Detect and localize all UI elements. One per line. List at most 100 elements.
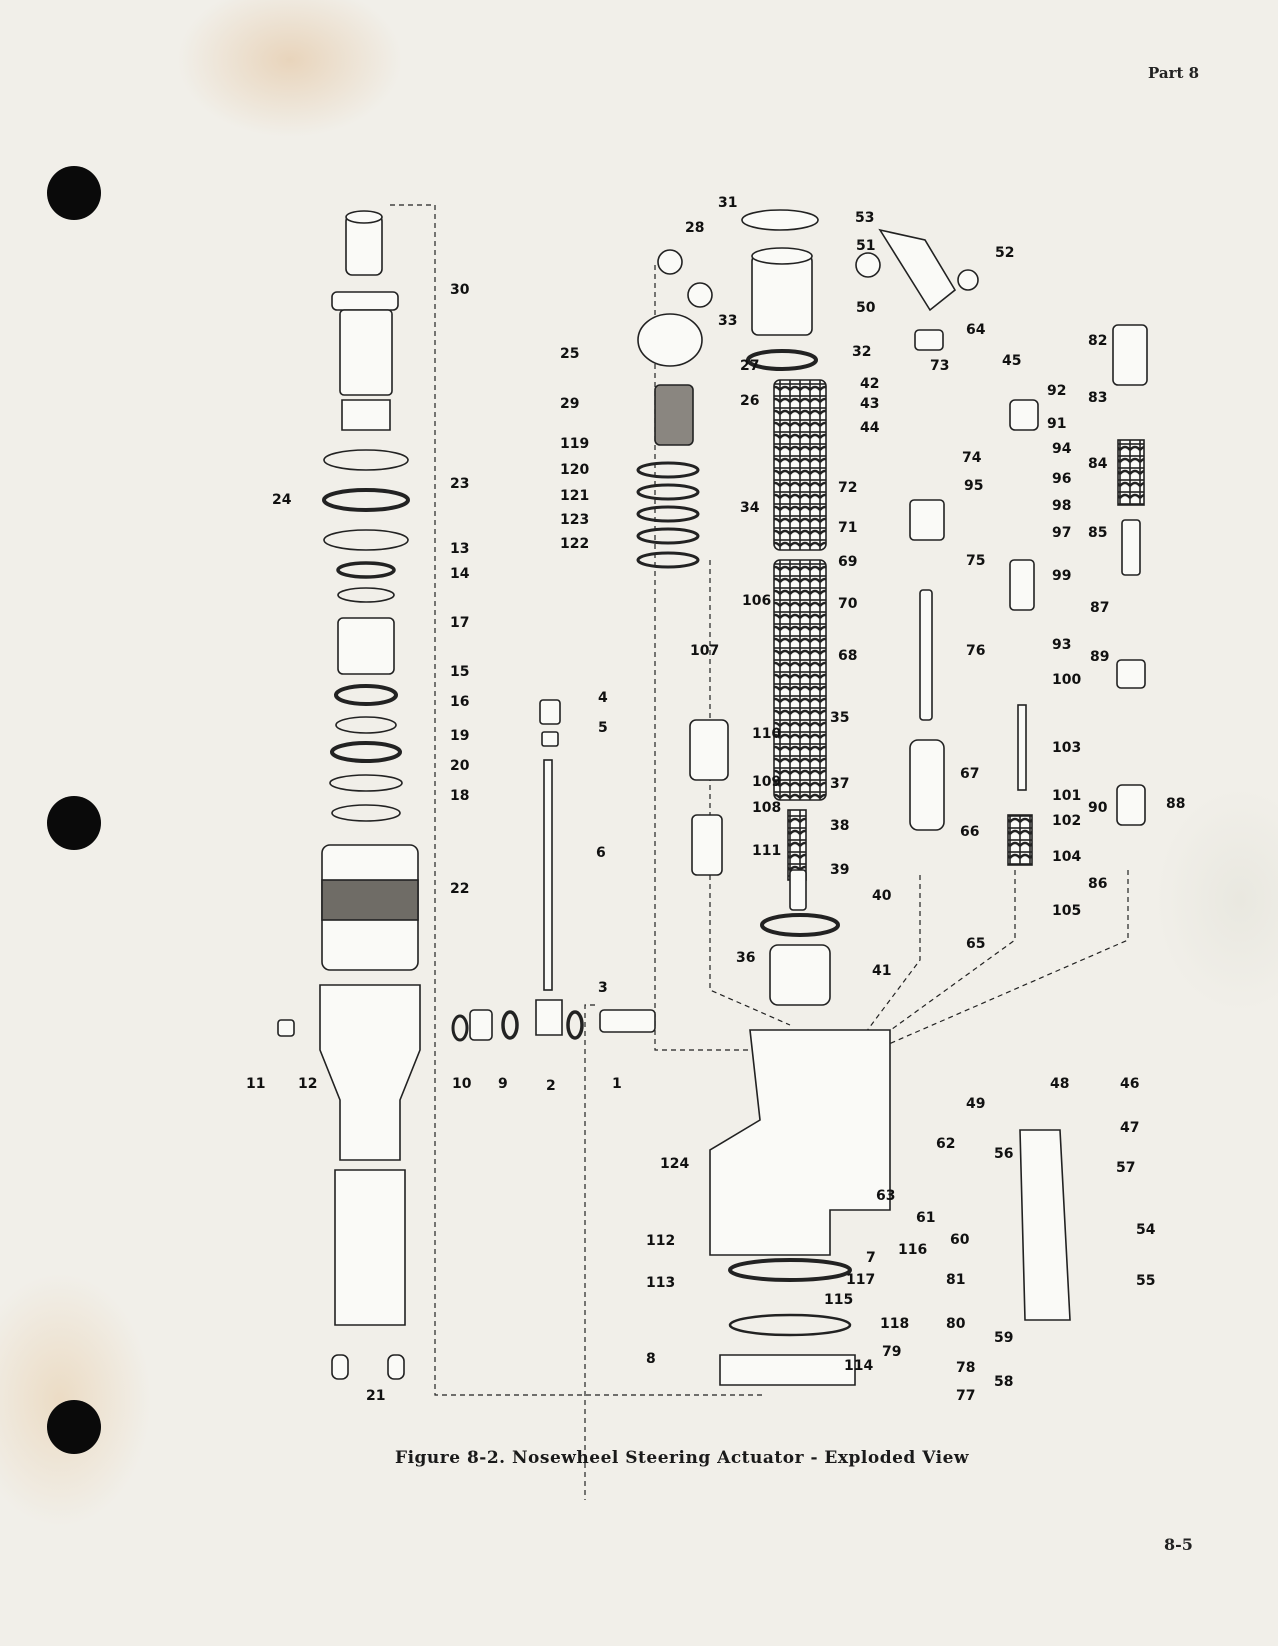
callout-112: 112 <box>646 1233 675 1249</box>
callout-119: 119 <box>560 436 589 452</box>
callout-71: 71 <box>838 520 857 536</box>
callout-25: 25 <box>560 346 579 362</box>
callout-104: 104 <box>1052 849 1081 865</box>
callout-99: 99 <box>1052 568 1071 584</box>
callout-70: 70 <box>838 596 858 612</box>
callout-86: 86 <box>1088 876 1107 892</box>
callout-75: 75 <box>966 553 985 569</box>
callout-63: 63 <box>876 1188 895 1204</box>
callout-18: 18 <box>450 788 469 804</box>
callout-53: 53 <box>855 210 874 226</box>
callout-56: 56 <box>994 1146 1013 1162</box>
callout-22: 22 <box>450 881 469 897</box>
callout-76: 76 <box>966 643 985 659</box>
callout-82: 82 <box>1088 333 1107 349</box>
callout-60: 60 <box>950 1232 970 1248</box>
callout-7: 7 <box>866 1250 876 1266</box>
callout-30: 30 <box>450 282 470 298</box>
callout-113: 113 <box>646 1275 675 1291</box>
callout-43: 43 <box>860 396 879 412</box>
steering-arm <box>855 228 1071 1321</box>
callout-120: 120 <box>560 462 589 478</box>
binder-hole-top <box>47 166 101 220</box>
callout-85: 85 <box>1088 525 1107 541</box>
callout-3: 3 <box>598 980 608 996</box>
callout-9: 9 <box>498 1076 508 1092</box>
callout-87: 87 <box>1090 600 1109 616</box>
callout-2: 2 <box>546 1078 556 1094</box>
callout-41: 41 <box>872 963 891 979</box>
callout-74: 74 <box>962 450 982 466</box>
callout-92: 92 <box>1047 383 1066 399</box>
callout-107: 107 <box>690 643 719 659</box>
callout-54: 54 <box>1136 1222 1156 1238</box>
callout-124: 124 <box>660 1156 689 1172</box>
callout-47: 47 <box>1120 1120 1139 1136</box>
valve-stack <box>909 324 1148 866</box>
callout-20: 20 <box>450 758 470 774</box>
fittings-row <box>277 699 656 1042</box>
assembly-guide-lines <box>390 204 1129 1500</box>
rod-end <box>636 249 729 876</box>
callout-101: 101 <box>1052 788 1081 804</box>
callout-73: 73 <box>930 358 949 374</box>
callout-1: 1 <box>612 1076 622 1092</box>
callout-5: 5 <box>598 720 608 736</box>
callout-51: 51 <box>856 238 875 254</box>
callout-42: 42 <box>860 376 879 392</box>
callout-93: 93 <box>1052 637 1071 653</box>
callout-72: 72 <box>838 480 857 496</box>
callout-83: 83 <box>1088 390 1107 406</box>
callout-80: 80 <box>946 1316 966 1332</box>
callout-64: 64 <box>966 322 986 338</box>
callout-100: 100 <box>1052 672 1081 688</box>
callout-61: 61 <box>916 1210 935 1226</box>
callout-49: 49 <box>966 1096 985 1112</box>
actuator-housing <box>709 1029 891 1386</box>
callout-34: 34 <box>740 500 760 516</box>
callout-45: 45 <box>1002 353 1021 369</box>
callout-121: 121 <box>560 488 589 504</box>
callout-102: 102 <box>1052 813 1081 829</box>
callout-14: 14 <box>450 566 470 582</box>
callout-15: 15 <box>450 664 469 680</box>
callout-108: 108 <box>752 800 781 816</box>
callout-115: 115 <box>824 1292 853 1308</box>
callout-8: 8 <box>646 1351 656 1367</box>
callout-48: 48 <box>1050 1076 1069 1092</box>
callout-39: 39 <box>830 862 849 878</box>
callout-77: 77 <box>956 1388 975 1404</box>
callout-28: 28 <box>685 220 704 236</box>
actuator-drawing <box>277 204 1148 1500</box>
callout-81: 81 <box>946 1272 965 1288</box>
callout-55: 55 <box>1136 1273 1155 1289</box>
callout-78: 78 <box>956 1360 975 1376</box>
callout-32: 32 <box>852 344 871 360</box>
callout-31: 31 <box>718 195 737 211</box>
callout-90: 90 <box>1088 800 1108 816</box>
callout-44: 44 <box>860 420 880 436</box>
callout-58: 58 <box>994 1374 1013 1390</box>
callout-84: 84 <box>1088 456 1108 472</box>
callout-91: 91 <box>1047 416 1066 432</box>
callout-27: 27 <box>740 358 759 374</box>
callout-65: 65 <box>966 936 985 952</box>
callout-118: 118 <box>880 1316 909 1332</box>
page-number: 8-5 <box>1164 1535 1193 1554</box>
binder-hole-middle <box>47 796 101 850</box>
callout-26: 26 <box>740 393 759 409</box>
callout-29: 29 <box>560 396 579 412</box>
callout-36: 36 <box>736 950 755 966</box>
callout-6: 6 <box>596 845 606 861</box>
callout-23: 23 <box>450 476 469 492</box>
callout-40: 40 <box>872 888 892 904</box>
callout-21: 21 <box>366 1388 385 1404</box>
callout-50: 50 <box>856 300 876 316</box>
callout-69: 69 <box>838 554 857 570</box>
callout-66: 66 <box>960 824 979 840</box>
callout-116: 116 <box>898 1242 927 1258</box>
callout-88: 88 <box>1166 796 1185 812</box>
callout-98: 98 <box>1052 498 1071 514</box>
callout-122: 122 <box>560 536 589 552</box>
